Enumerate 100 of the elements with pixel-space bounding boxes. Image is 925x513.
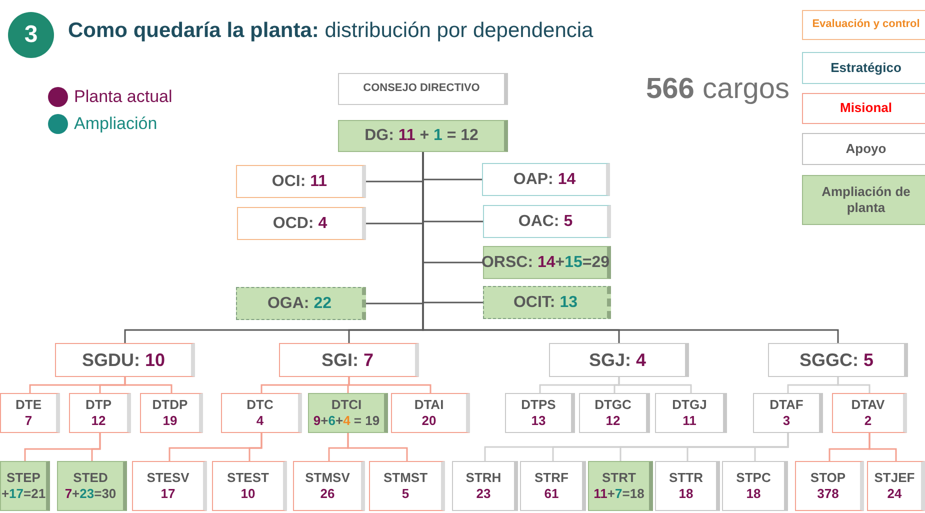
unit-name: STED [73, 470, 108, 486]
position-count: 7 [24, 413, 32, 430]
org-unit-box [391, 393, 470, 433]
position-count: 5 [402, 486, 410, 502]
org-unit-box [483, 286, 611, 319]
org-unit-box [0, 461, 50, 511]
position-count: 9+6+4 = 19 [313, 413, 380, 430]
unit-name: STJEF [874, 470, 915, 486]
connector-line [248, 433, 262, 461]
position-count: 61 [544, 486, 559, 502]
connector-line [618, 377, 692, 393]
unit-name: DTAV [851, 396, 885, 413]
org-unit-box [212, 461, 287, 511]
unit-name: DG: 11 + 1 = 12 [364, 126, 478, 146]
connector-line [837, 377, 870, 393]
org-unit-box [655, 461, 720, 511]
position-count: 26 [320, 486, 335, 502]
position-count: 17 [160, 486, 176, 502]
unit-name: SGGC: 5 [799, 348, 874, 372]
position-count: 12 [606, 413, 620, 430]
org-unit-box [549, 343, 689, 377]
position-count: 13 [531, 413, 546, 430]
position-count: 10 [240, 486, 256, 502]
org-unit-box [69, 393, 131, 433]
legend-label: Planta actual [74, 86, 172, 108]
unit-name: SGI: 7 [321, 348, 374, 372]
position-count: 18 [678, 486, 694, 502]
org-unit-box [832, 393, 907, 433]
position-count: 4 [256, 413, 264, 430]
position-count: 19 [162, 413, 178, 430]
unit-name: OAP: 14 [513, 170, 576, 190]
unit-name: STRH [466, 470, 502, 486]
position-count: 11 [682, 413, 696, 430]
position-count: 7+23=30 [64, 486, 116, 502]
unit-name: DTPS [521, 396, 556, 413]
unit-name: DTAI [414, 396, 444, 413]
position-count: 20 [422, 413, 436, 430]
unit-name: STMST [383, 470, 428, 486]
position-count: +17=21 [1, 486, 46, 502]
total-count: 566 cargos [646, 72, 790, 107]
org-unit-box [236, 287, 366, 320]
org-unit-box [655, 393, 727, 433]
org-unit-box [867, 461, 925, 511]
connector-line [124, 377, 172, 393]
unit-name: DTCI [331, 396, 362, 413]
position-count: 378 [817, 486, 839, 502]
org-unit-box [482, 163, 610, 196]
position-count: 18 [746, 486, 761, 502]
legend-label: Apoyo [846, 140, 886, 158]
position-count: 11+7=18 [594, 486, 644, 502]
unit-name: DTE [16, 396, 42, 413]
org-unit-box [520, 461, 586, 511]
unit-name: OGA: 22 [267, 294, 332, 314]
org-unit-box [338, 120, 508, 152]
position-count: 23 [476, 486, 491, 502]
connector-line [91, 433, 101, 461]
unit-name: SGDU: 10 [82, 348, 166, 372]
legend-label: Misional [840, 100, 892, 117]
org-unit-box [57, 461, 127, 511]
unit-name: STOP [810, 470, 846, 486]
unit-name: STTR [669, 470, 703, 486]
legend-label: Evaluación y control [812, 18, 920, 32]
org-unit-box [579, 393, 650, 433]
org-unit-box [140, 393, 203, 433]
position-count: 3 [782, 413, 790, 430]
unit-name: DTGC [594, 396, 632, 413]
title: Como quedaría la planta: distribución por dependencia [68, 18, 594, 44]
unit-name: STRT [602, 470, 636, 486]
unit-name: STRF [534, 470, 568, 486]
position-count: 24 [887, 486, 902, 502]
unit-name: DTGJ [672, 396, 707, 413]
org-unit-box [795, 461, 864, 511]
position-count: 2 [864, 413, 872, 430]
unit-name: DTC [246, 396, 274, 413]
unit-name: OCIT: 13 [513, 292, 578, 312]
org-unit-box [0, 393, 60, 433]
connector-line [347, 433, 408, 461]
org-unit-box [588, 461, 653, 511]
org-unit-box [236, 165, 366, 198]
legend-label: Ampliación [74, 113, 158, 135]
org-unit-box [237, 207, 366, 240]
org-unit-box [221, 393, 302, 433]
unit-name: OCI: 11 [272, 172, 328, 192]
org-unit-box [308, 393, 388, 433]
unit-name: STEP [6, 470, 40, 486]
connector-line [348, 377, 432, 393]
step-number-badge: 3 [8, 12, 54, 58]
legend-label: Ampliación de planta [820, 184, 912, 216]
org-unit-box [369, 461, 445, 511]
unit-name: STEST [227, 470, 269, 486]
org-unit-box [483, 205, 611, 238]
connector-line [754, 433, 789, 461]
org-unit-box [132, 461, 207, 511]
unit-name: OCD: 4 [272, 214, 328, 234]
legend-label: Estratégico [830, 60, 902, 76]
connector-line [868, 433, 897, 461]
org-unit-box [55, 343, 195, 377]
org-unit-box [293, 461, 365, 511]
unit-name: SGJ: 4 [588, 348, 646, 372]
org-unit-box [279, 343, 419, 377]
